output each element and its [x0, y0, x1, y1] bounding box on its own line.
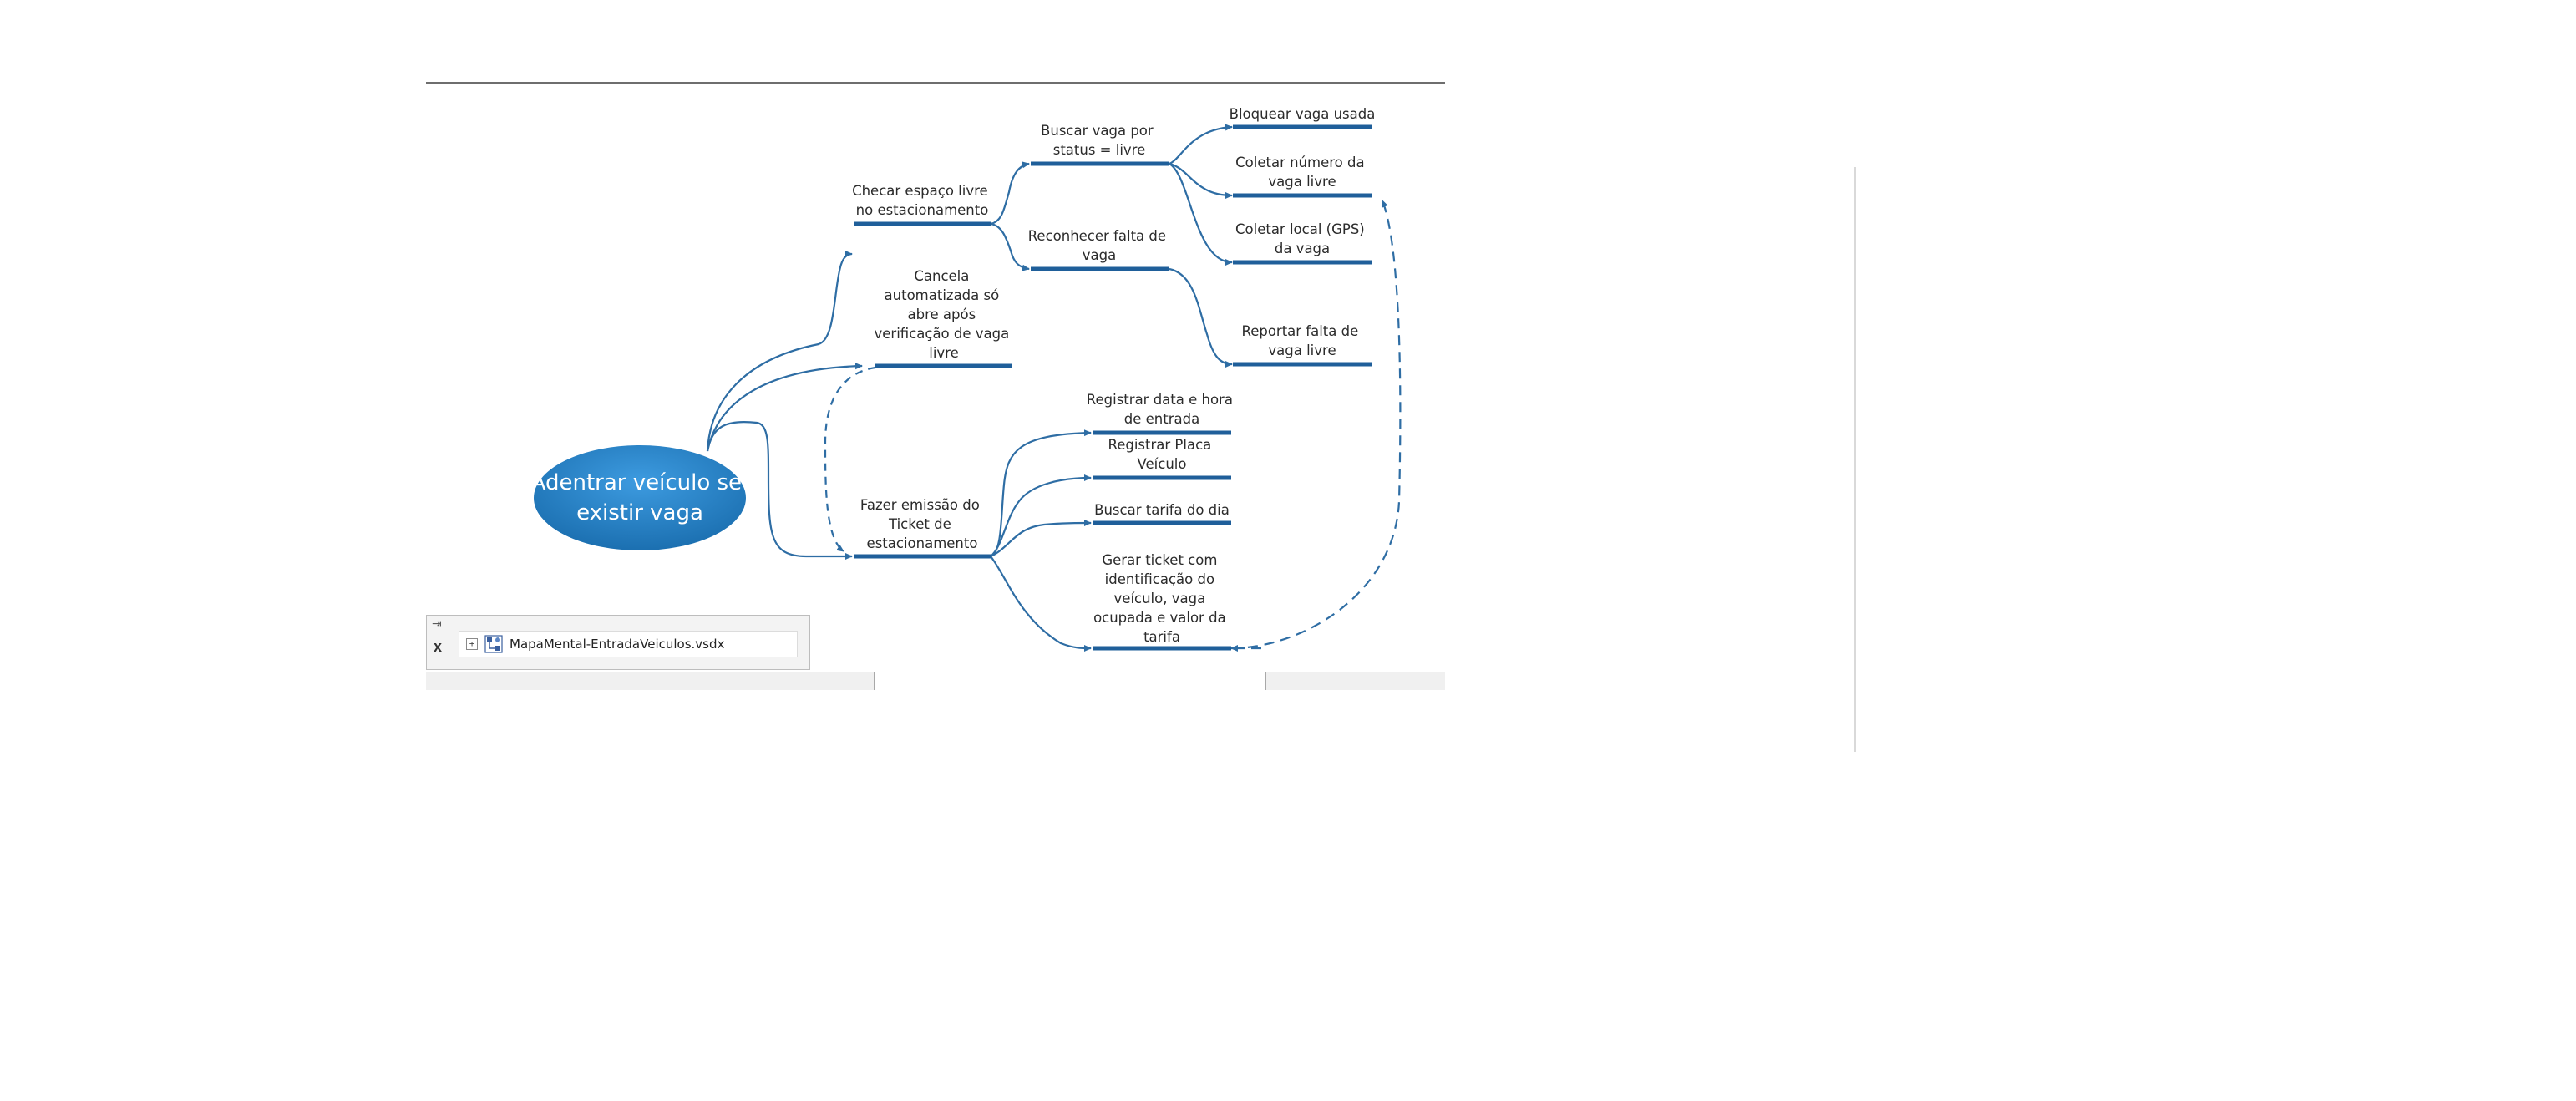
close-icon[interactable]: x	[434, 638, 443, 655]
pin-icon[interactable]: ⇥	[432, 616, 442, 630]
node-label-buscar-tarifa[interactable]: Buscar tarifa do dia	[1094, 502, 1230, 518]
root-label: Adentrar veículo se existir vaga	[531, 470, 749, 525]
connector-fazer-registrar-placa	[990, 474, 1092, 557]
connector-checar-reconhecer	[990, 222, 1030, 271]
connector-reconhecer-reportar	[1169, 267, 1233, 368]
expand-icon[interactable]: +	[466, 638, 478, 650]
connector-cancela-fazer-dashed	[824, 366, 876, 552]
visio-file-icon	[484, 635, 503, 653]
drawing-canvas[interactable]: Adentrar veículo se existir vaga Checar …	[426, 82, 1856, 752]
canvas-right-edge	[1854, 167, 1856, 752]
connector-fazer-buscar-tarifa	[990, 520, 1092, 557]
connector-root-cancela	[706, 363, 863, 452]
connector-buscar-bloquear	[1169, 124, 1233, 165]
node-label-coletar-local[interactable]: Coletar local (GPS) da vaga	[1235, 221, 1369, 256]
connector-gerar-ticket-coletar-dashed	[1230, 200, 1402, 650]
connector-checar-buscar	[990, 161, 1030, 226]
connector-fazer-registrar-data	[990, 429, 1092, 558]
shapes-panel: ⇥ x + MapaMental-EntradaVeiculos.vsdx	[426, 615, 810, 670]
node-label-cancela[interactable]: Cancela automatizada só abre após verifi…	[875, 268, 1014, 361]
connector-buscar-coletar-numero	[1169, 162, 1233, 199]
connector-fazer-gerar-ticket	[990, 556, 1092, 652]
node-label-buscar-vaga[interactable]: Buscar vaga por status = livre	[1041, 123, 1158, 158]
node-label-registrar-placa[interactable]: Registrar Placa Veículo	[1108, 437, 1216, 472]
node-label-bloquear[interactable]: Bloquear vaga usada	[1230, 106, 1376, 122]
connector-buscar-coletar-local	[1169, 163, 1233, 266]
node-label-gerar-ticket[interactable]: Gerar ticket com identificação do veícul…	[1093, 552, 1230, 645]
open-file-item[interactable]: + MapaMental-EntradaVeiculos.vsdx	[459, 631, 798, 657]
node-label-fazer[interactable]: Fazer emissão do Ticket de estacionament…	[860, 497, 984, 551]
node-label-registrar-data[interactable]: Registrar data e hora de entrada	[1087, 392, 1237, 427]
node-label-reconhecer[interactable]: Reconhecer falta de vaga	[1028, 228, 1171, 263]
node-label-checar[interactable]: Checar espaço livre no estacionamento	[852, 183, 992, 218]
root-node[interactable]	[532, 444, 748, 552]
file-name: MapaMental-EntradaVeiculos.vsdx	[510, 637, 725, 652]
connector-root-fazer	[706, 421, 853, 560]
node-label-coletar-numero[interactable]: Coletar número da vaga livre	[1235, 155, 1369, 190]
page-tab[interactable]	[874, 672, 1266, 690]
connector-root-checar	[706, 251, 853, 452]
node-label-reportar[interactable]: Reportar falta de vaga livre	[1241, 323, 1362, 358]
mind-map-diagram: Adentrar veículo se existir vaga Checar …	[531, 106, 1402, 652]
